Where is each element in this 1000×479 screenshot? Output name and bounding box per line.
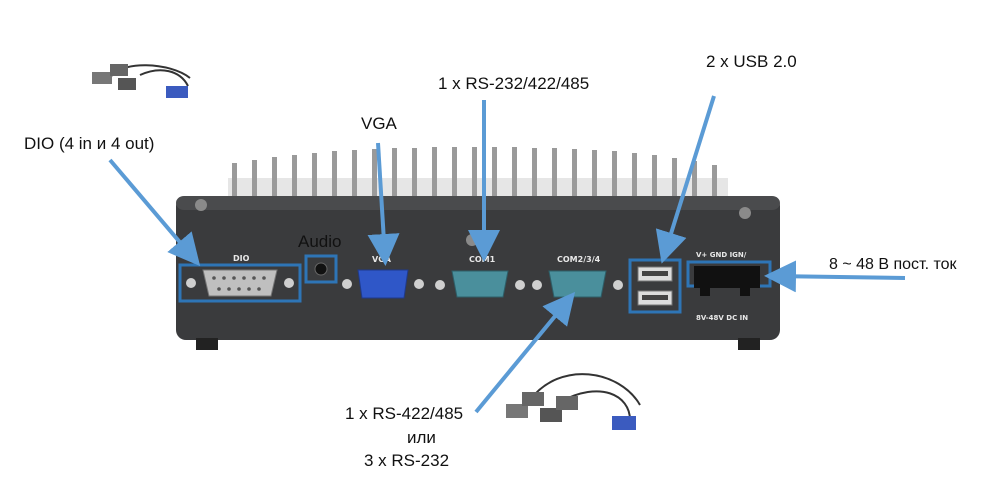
- dio-port: [178, 263, 302, 303]
- dio-label: DIO (4 in и 4 out): [24, 134, 155, 153]
- vga-arrow: [367, 142, 400, 266]
- panel-label-power-input: 8V-48V DC IN: [696, 314, 748, 322]
- dio-cable-image: [92, 64, 191, 98]
- vga-port: [342, 269, 424, 299]
- usb-arrow: [655, 95, 716, 264]
- panel-label-power-pins: V+ GND IGN/: [696, 251, 747, 259]
- audio-label: Audio: [298, 232, 342, 251]
- dio-arrow: [108, 158, 201, 267]
- audio-jack: [304, 254, 338, 284]
- power-arrow: [764, 260, 906, 293]
- com1-label: 1 x RS-232/422/485: [438, 74, 590, 93]
- com234-label-line2: или: [407, 428, 436, 447]
- power-label: 8 ~ 48 В пост. ток: [829, 256, 957, 273]
- com234-label-line3: 3 x RS-232: [364, 451, 450, 470]
- vga-label: VGA: [361, 114, 397, 133]
- panel-label-com1: COM1: [469, 255, 496, 264]
- usb-label: 2 x USB 2.0: [706, 52, 797, 71]
- usb-ports: [628, 258, 682, 314]
- com-cable-image: [506, 373, 641, 430]
- panel-label-vga: VGA: [372, 255, 392, 264]
- com234-label-line1: 1 x RS-422/485: [345, 404, 464, 423]
- power-terminal: [686, 260, 772, 296]
- com234-arrow: [474, 291, 576, 414]
- com234-port: [532, 270, 623, 298]
- panel-label-com234: COM2/3/4: [557, 255, 601, 264]
- com1-port: [435, 270, 525, 298]
- panel-label-dio: DIO: [233, 254, 250, 263]
